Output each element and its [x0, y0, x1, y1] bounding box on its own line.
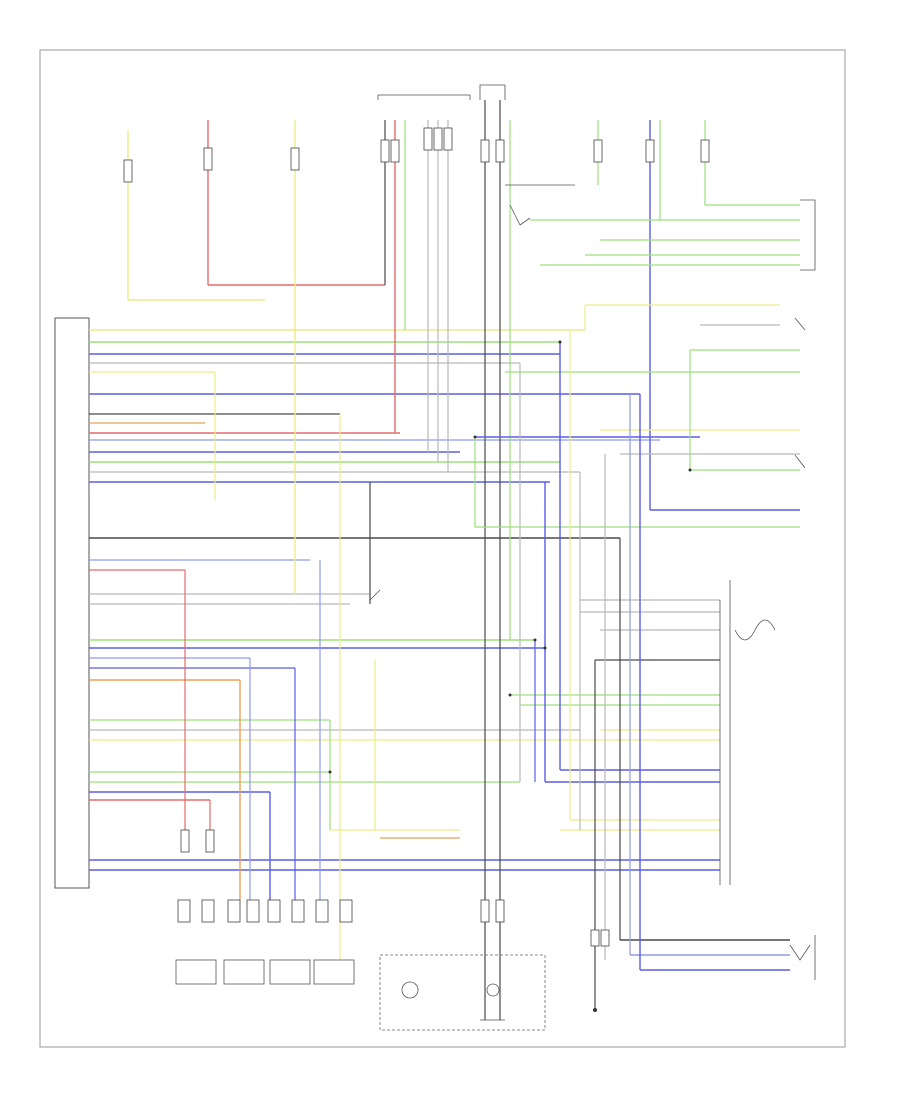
right-components [719, 199, 816, 885]
top-connectors [123, 127, 710, 183]
warning-lamp-icon [401, 981, 419, 999]
control-unit-box [54, 317, 90, 889]
warning-lamp-box [379, 954, 546, 1031]
wires-right [474, 204, 800, 971]
diagram-frame [39, 49, 846, 1048]
bottom-connectors [177, 829, 610, 947]
wheel-sensors [175, 959, 355, 985]
wires-top [127, 100, 706, 1020]
wires-vertical [184, 330, 641, 1010]
junction-dots [328, 340, 692, 1012]
wires-left [89, 329, 720, 871]
top-bracket [377, 84, 506, 1021]
relay-switches [369, 184, 816, 980]
indicator-icon [486, 983, 500, 997]
